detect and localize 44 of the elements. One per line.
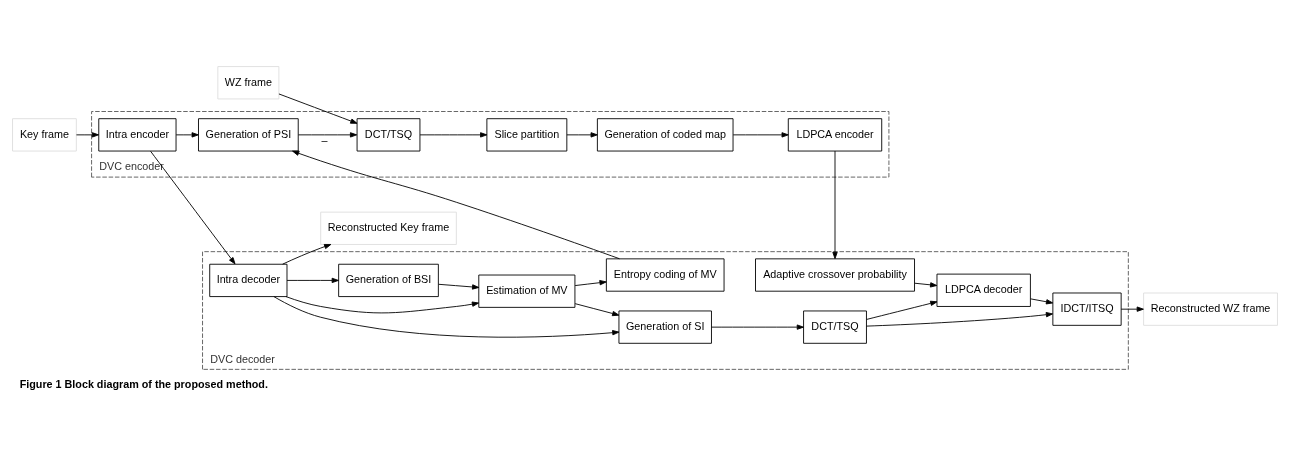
node-box: Generation of SI	[618, 310, 712, 344]
arrow	[832, 150, 838, 260]
arrow	[282, 244, 332, 265]
node-box: Generation of PSI	[198, 118, 299, 152]
arrow	[273, 296, 620, 338]
arrow	[1030, 298, 1054, 305]
node-box: DCT/TSQ	[356, 118, 421, 152]
node-box: Reconstructed WZ frame	[1143, 292, 1278, 326]
arrow	[866, 312, 1054, 327]
arrow	[150, 150, 236, 265]
arrow	[292, 150, 620, 260]
arrow	[574, 303, 620, 317]
arrow	[285, 296, 480, 314]
arrow	[278, 93, 358, 124]
node-box: Generation of coded map	[596, 118, 734, 152]
node-box: IDCT/ITSQ	[1052, 292, 1122, 326]
node-box: DCT/TSQ	[803, 310, 867, 344]
arrow	[76, 132, 100, 138]
node-box: Intra encoder	[98, 118, 177, 152]
arrow	[175, 132, 199, 138]
node-box: Generation of BSI	[338, 263, 439, 298]
arrow	[438, 283, 480, 290]
node-box: LDPCA encoder	[787, 118, 883, 152]
arrow	[298, 132, 358, 138]
node-box: LDPCA decoder	[936, 273, 1031, 307]
node-box: Adaptive crossover probability	[755, 258, 915, 292]
node-box: Reconstructed Key frame	[320, 211, 457, 245]
arrow	[574, 280, 607, 287]
node-box: Key frame	[12, 118, 77, 152]
node-box: WZ frame	[217, 66, 280, 100]
arrow	[419, 132, 488, 138]
caption: Figure 1 Block diagram of the proposed method.	[19, 377, 268, 390]
node-box: Slice partition	[486, 118, 568, 152]
arrow	[566, 132, 598, 138]
arrow	[286, 277, 339, 284]
edge-label: –	[321, 133, 328, 146]
node-box: Estimation of MV	[478, 274, 576, 308]
arrow	[711, 324, 804, 330]
arrow	[914, 282, 938, 288]
arrow	[732, 132, 789, 138]
node-box: Entropy coding of MV	[605, 258, 725, 292]
arrow	[1120, 306, 1144, 312]
arrow	[866, 300, 938, 320]
node-box: Intra decoder	[209, 263, 288, 298]
